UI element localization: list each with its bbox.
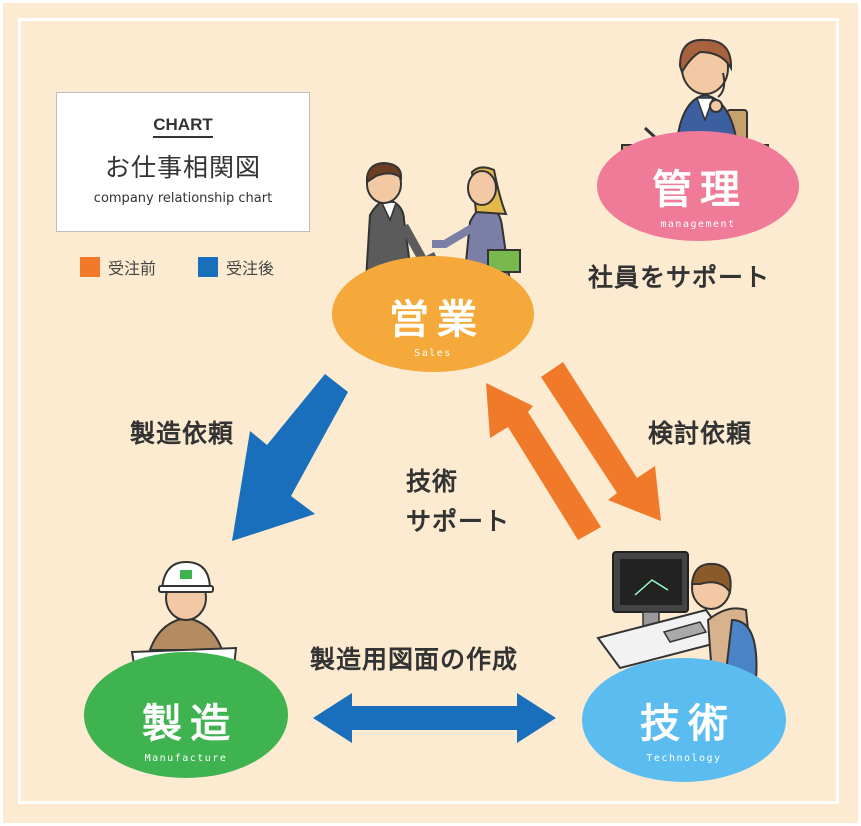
legend-item-before-order: 受注前 (80, 255, 156, 279)
arrow-sales-to-manufacture (232, 374, 348, 541)
manufacture-node (84, 652, 288, 778)
legend-item-after-order: 受注後 (198, 255, 274, 279)
management-name: 管理 (652, 167, 748, 213)
management-node (597, 131, 799, 241)
technology-name: 技術 (640, 701, 736, 747)
label-review-request: 検討依頼 (648, 419, 753, 448)
diagram-inner-border (18, 18, 839, 804)
chart-title-box: CHART お仕事相関図 company relationship chart (56, 92, 310, 232)
label-management-support: 社員をサポート (588, 263, 771, 292)
chart-title: お仕事相関図 (104, 153, 261, 182)
sales-node (332, 256, 534, 372)
label-tech-support-line1: 技術 (406, 467, 459, 496)
arrow-technology-to-sales (486, 383, 601, 540)
technology-en: Technology (646, 753, 721, 764)
chart-tag: CHART (153, 115, 213, 138)
chart-subtitle: company relationship chart (93, 191, 273, 206)
legend-swatch-orange (80, 257, 100, 277)
management-en: management (660, 219, 735, 230)
arrow-sales-to-technology (541, 362, 661, 521)
label-drawing-creation: 製造用図面の作成 (310, 645, 519, 674)
label-manufacture-request: 製造依頼 (130, 419, 235, 448)
label-tech-support-line2: サポート (406, 507, 511, 536)
technology-node (582, 658, 786, 782)
sales-name: 営業 (389, 297, 485, 343)
legend-label: 受注前 (108, 259, 157, 278)
arrow-manufacture-technology (313, 693, 556, 743)
sales-en: Sales (414, 348, 452, 359)
manufacture-name: 製造 (142, 701, 238, 747)
legend-label: 受注後 (226, 259, 275, 278)
manufacture-en: Manufacture (145, 753, 228, 764)
legend-swatch-blue (198, 257, 218, 277)
